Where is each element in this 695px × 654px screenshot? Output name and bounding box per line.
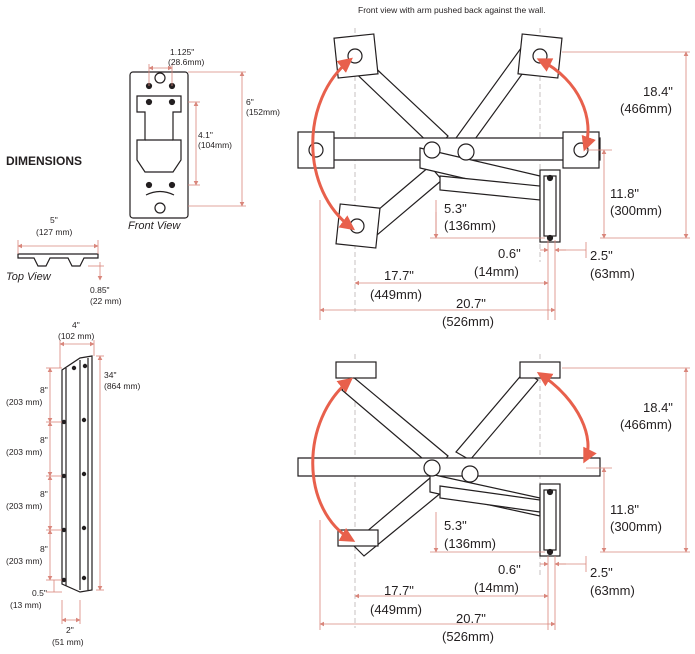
arm2-total-in: 20.7": [456, 611, 486, 626]
top-depth-in: 0.85": [90, 285, 110, 295]
arm1-gap-in: 0.6": [498, 246, 521, 261]
rail-spacing-1-mm: (203 mm): [6, 397, 43, 407]
arm-view-1-dims: [319, 51, 690, 320]
top-depth-mm: (22 mm): [90, 296, 122, 306]
arm2-side-mm: (63mm): [590, 583, 635, 598]
arm-view-2-dims: [319, 367, 690, 630]
rail-edge-in: 0.5": [32, 588, 47, 598]
top-width-in: 5": [50, 215, 58, 225]
rail-edge-mm: (13 mm): [10, 600, 42, 610]
arm1-reach-in: 17.7": [384, 268, 414, 283]
arm-view-1-arcs: [311, 57, 596, 231]
arm1-gap-mm: (14mm): [474, 264, 519, 279]
rail-base-mm: (51 mm): [52, 637, 84, 647]
front-height-mm: (152mm): [246, 107, 281, 117]
front-view-plate: [129, 71, 189, 219]
arm2-height-lower-in: 11.8": [610, 502, 639, 517]
rail-length-in: 34": [104, 370, 117, 380]
front-width-in: 1.125": [170, 47, 195, 57]
arm2-gap-in: 0.6": [498, 562, 521, 577]
arm1-side-mm: (63mm): [590, 266, 635, 281]
arm-view-2-drawing: [297, 354, 601, 628]
front-view-dims: [148, 64, 246, 207]
front-view-label: Front View: [128, 220, 181, 232]
arm2-height-total-in: 18.4": [643, 400, 673, 415]
arm-view-2-arcs: [311, 371, 597, 542]
rail-spacing-1-in: 8": [40, 385, 48, 395]
top-view-profile: [17, 253, 99, 267]
arm-view-1-drawing: [297, 28, 601, 312]
rail-spacing-2-in: 8": [40, 435, 48, 445]
front-width-mm: (28.6mm): [168, 57, 205, 67]
rail-drawing: [61, 355, 93, 593]
arm1-total-in: 20.7": [456, 296, 486, 311]
rail-spacing-3-in: 8": [40, 489, 48, 499]
front-height-in: 6": [246, 97, 254, 107]
arm2-height-lower-mm: (300mm): [610, 519, 663, 534]
front-hole-mm: (104mm): [198, 140, 233, 150]
top-view-dims: [17, 240, 104, 281]
section-title: DIMENSIONS: [6, 154, 83, 168]
arm1-height-total-in: 18.4": [643, 84, 673, 99]
arm1-offset-in: 5.3": [444, 201, 467, 216]
arm1-height-total-mm: (466mm): [620, 101, 673, 116]
rail-spacing-2-mm: (203 mm): [6, 447, 43, 457]
arm1-height-lower-in: 11.8": [610, 186, 639, 201]
rail-base-in: 2": [66, 625, 74, 635]
rail-width-in: 4": [72, 320, 80, 330]
front-hole-in: 4.1": [198, 130, 213, 140]
top-width-mm: (127 mm): [36, 227, 73, 237]
arm1-total-mm: (526mm): [442, 314, 495, 329]
rail-spacing-4-in: 8": [40, 544, 48, 554]
figure-caption: Front view with arm pushed back against …: [358, 5, 546, 15]
arm2-offset-mm: (136mm): [444, 536, 497, 551]
rail-length-mm: (864 mm): [104, 381, 141, 391]
arm2-gap-mm: (14mm): [474, 580, 519, 595]
arm2-height-total-mm: (466mm): [620, 417, 673, 432]
arm2-side-in: 2.5": [590, 565, 613, 580]
top-view-label: Top View: [6, 271, 51, 283]
arm1-side-in: 2.5": [590, 248, 613, 263]
rail-width-mm: (102 mm): [58, 331, 95, 341]
arm1-offset-mm: (136mm): [444, 218, 497, 233]
arm2-offset-in: 5.3": [444, 518, 467, 533]
arm1-reach-mm: (449mm): [370, 287, 423, 302]
arm1-height-lower-mm: (300mm): [610, 203, 663, 218]
rail-dims: [46, 340, 104, 624]
arm2-reach-in: 17.7": [384, 583, 414, 598]
rail-spacing-4-mm: (203 mm): [6, 556, 43, 566]
rail-spacing-3-mm: (203 mm): [6, 501, 43, 511]
arm2-reach-mm: (449mm): [370, 602, 423, 617]
arm2-total-mm: (526mm): [442, 629, 495, 644]
